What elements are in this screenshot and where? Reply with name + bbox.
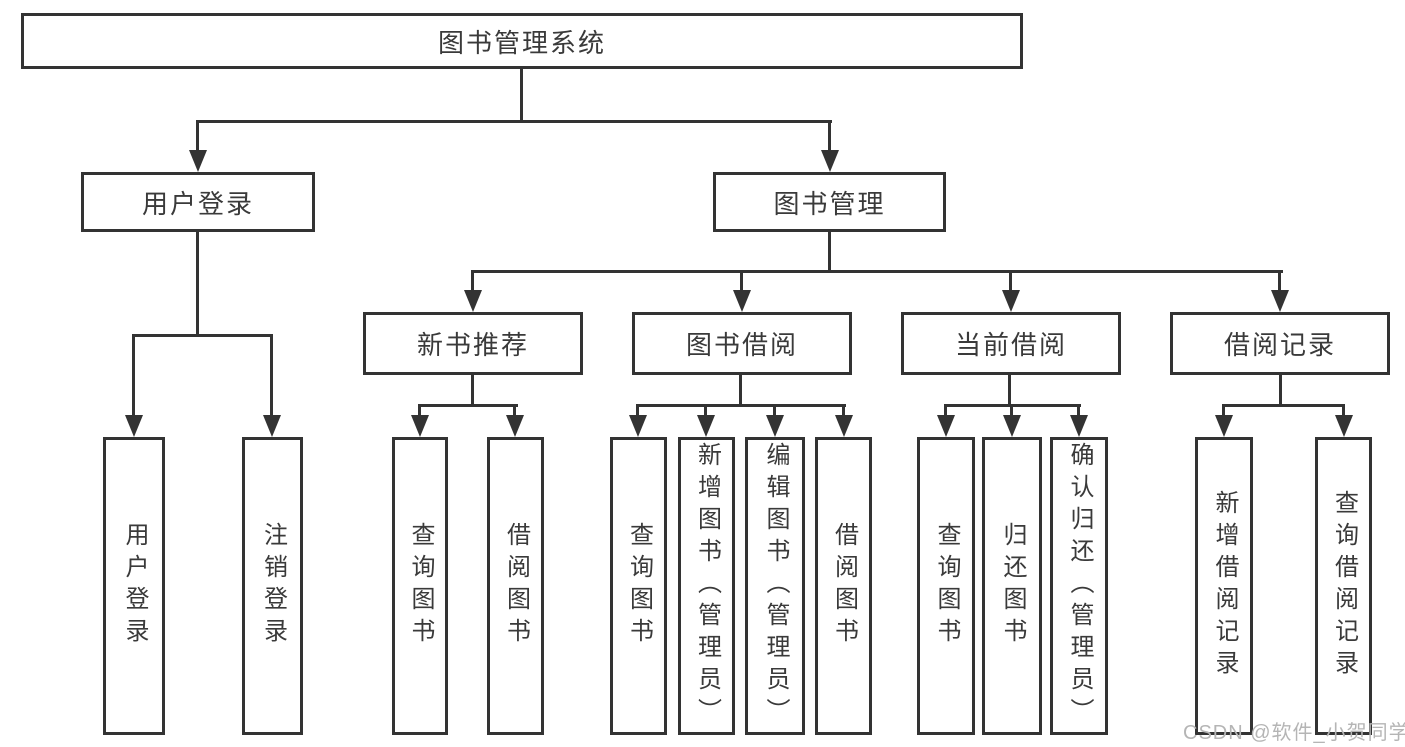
leaf-logout: 注销登录 bbox=[242, 437, 303, 735]
arrowhead-leaf-logout bbox=[263, 415, 281, 437]
leaf-edit-books-admin-label: 编辑图书（管理员） bbox=[762, 442, 789, 730]
leaf-return-books-label: 归还图书 bbox=[999, 522, 1026, 650]
connector-s3-stem bbox=[1008, 375, 1011, 406]
node-user-login: 用户登录 bbox=[81, 172, 315, 232]
connector-login-stem bbox=[196, 232, 199, 337]
leaf-borrow-books: 借阅图书 bbox=[815, 437, 872, 735]
node-new-book-recommend-label: 新书推荐 bbox=[416, 330, 529, 360]
node-borrow-records: 借阅记录 bbox=[1170, 312, 1390, 375]
node-book-borrow: 图书借阅 bbox=[632, 312, 852, 375]
arrowhead-s1-leaf1 bbox=[411, 415, 429, 437]
connector-s4-leaf2 bbox=[1342, 404, 1345, 417]
leaf-edit-books-admin: 编辑图书（管理员） bbox=[745, 437, 805, 735]
arrowhead-s4-leaf2 bbox=[1335, 415, 1353, 437]
connector-s3-leaf1 bbox=[944, 404, 947, 417]
connector-login-rail bbox=[133, 334, 273, 337]
connector-s2-leaf4 bbox=[842, 404, 845, 417]
connector-s2-leaf1 bbox=[636, 404, 639, 417]
leaf-user-login: 用户登录 bbox=[103, 437, 165, 735]
connector-management-stem bbox=[828, 232, 831, 273]
connector-to-leaf-user-login bbox=[132, 334, 135, 417]
arrowhead-s3-leaf2 bbox=[1003, 415, 1021, 437]
node-borrow-records-label: 借阅记录 bbox=[1223, 330, 1336, 360]
arrowhead-new-book bbox=[464, 290, 482, 312]
connector-to-borrow-records bbox=[1278, 270, 1281, 292]
arrowhead-current-borrow bbox=[1002, 290, 1020, 312]
node-current-borrow: 当前借阅 bbox=[901, 312, 1121, 375]
arrowhead-s1-leaf2 bbox=[506, 415, 524, 437]
arrowhead-s2-leaf4 bbox=[835, 415, 853, 437]
node-current-borrow-label: 当前借阅 bbox=[954, 330, 1067, 360]
node-library-system: 图书管理系统 bbox=[21, 13, 1023, 69]
arrowhead-s3-leaf1 bbox=[937, 415, 955, 437]
connector-s1-stem bbox=[471, 375, 474, 406]
connector-to-new-book bbox=[471, 270, 474, 292]
connector-s3-leaf2 bbox=[1010, 404, 1013, 417]
connector-root-rail bbox=[197, 120, 832, 123]
leaf-current-query-books-label: 查询图书 bbox=[933, 522, 960, 650]
arrowhead-s3-leaf3 bbox=[1070, 415, 1088, 437]
node-new-book-recommend: 新书推荐 bbox=[363, 312, 583, 375]
connector-s2-rail bbox=[636, 404, 846, 407]
connector-s2-leaf2 bbox=[704, 404, 707, 417]
node-book-borrow-label: 图书借阅 bbox=[685, 330, 798, 360]
connector-s4-leaf1 bbox=[1222, 404, 1225, 417]
leaf-recommend-borrow-books: 借阅图书 bbox=[487, 437, 544, 735]
leaf-recommend-query-books: 查询图书 bbox=[392, 437, 448, 735]
leaf-add-borrow-record: 新增借阅记录 bbox=[1195, 437, 1253, 735]
leaf-user-login-label: 用户登录 bbox=[121, 522, 148, 650]
leaf-confirm-return-admin-label: 确认归还（管理员） bbox=[1066, 442, 1093, 730]
connector-s4-stem bbox=[1279, 375, 1282, 406]
node-library-system-label: 图书管理系统 bbox=[437, 27, 606, 58]
leaf-add-books-admin-label: 新增图书（管理员） bbox=[693, 442, 721, 730]
connector-s1-leaf2 bbox=[513, 404, 516, 417]
arrowhead-s2-leaf1 bbox=[629, 415, 647, 437]
leaf-query-borrow-record: 查询借阅记录 bbox=[1315, 437, 1372, 735]
leaf-borrow-books-label: 借阅图书 bbox=[830, 522, 858, 650]
leaf-logout-label: 注销登录 bbox=[259, 522, 287, 650]
leaf-borrow-query-books: 查询图书 bbox=[610, 437, 667, 735]
leaf-recommend-borrow-books-label: 借阅图书 bbox=[502, 522, 530, 650]
leaf-borrow-query-books-label: 查询图书 bbox=[625, 522, 653, 650]
connector-to-book-borrow bbox=[740, 270, 743, 292]
leaf-return-books: 归还图书 bbox=[982, 437, 1042, 735]
csdn-watermark: CSDN @软件_小贺同学 bbox=[1183, 722, 1405, 744]
node-book-management: 图书管理 bbox=[713, 172, 946, 232]
connector-s3-leaf3 bbox=[1077, 404, 1080, 417]
arrowhead-user-login bbox=[189, 150, 207, 172]
connector-s1-leaf1 bbox=[418, 404, 421, 417]
connector-to-current-borrow bbox=[1009, 270, 1012, 292]
arrowhead-book-borrow bbox=[733, 290, 751, 312]
connector-s1-rail bbox=[418, 404, 518, 407]
leaf-add-books-admin: 新增图书（管理员） bbox=[678, 437, 735, 735]
arrowhead-s2-leaf3 bbox=[766, 415, 784, 437]
connector-root-stem bbox=[520, 69, 523, 122]
arrowhead-s2-leaf2 bbox=[697, 415, 715, 437]
connector-s4-rail bbox=[1222, 404, 1345, 407]
connector-s2-stem bbox=[739, 375, 742, 406]
leaf-confirm-return-admin: 确认归还（管理员） bbox=[1050, 437, 1108, 735]
connector-to-book-management bbox=[828, 120, 831, 152]
arrowhead-book-management bbox=[821, 150, 839, 172]
leaf-add-borrow-record-label: 新增借阅记录 bbox=[1211, 490, 1238, 682]
arrowhead-borrow-records bbox=[1271, 290, 1289, 312]
connector-s2-leaf3 bbox=[773, 404, 776, 417]
leaf-query-borrow-record-label: 查询借阅记录 bbox=[1330, 490, 1358, 682]
connector-to-user-login bbox=[196, 120, 199, 152]
node-book-management-label: 图书管理 bbox=[773, 188, 886, 219]
leaf-current-query-books: 查询图书 bbox=[917, 437, 975, 735]
arrowhead-leaf-user-login bbox=[125, 415, 143, 437]
node-user-login-label: 用户登录 bbox=[141, 188, 254, 219]
arrowhead-s4-leaf1 bbox=[1215, 415, 1233, 437]
connector-to-leaf-logout bbox=[270, 334, 273, 417]
connector-management-rail bbox=[471, 270, 1283, 273]
leaf-recommend-query-books-label: 查询图书 bbox=[407, 522, 434, 650]
